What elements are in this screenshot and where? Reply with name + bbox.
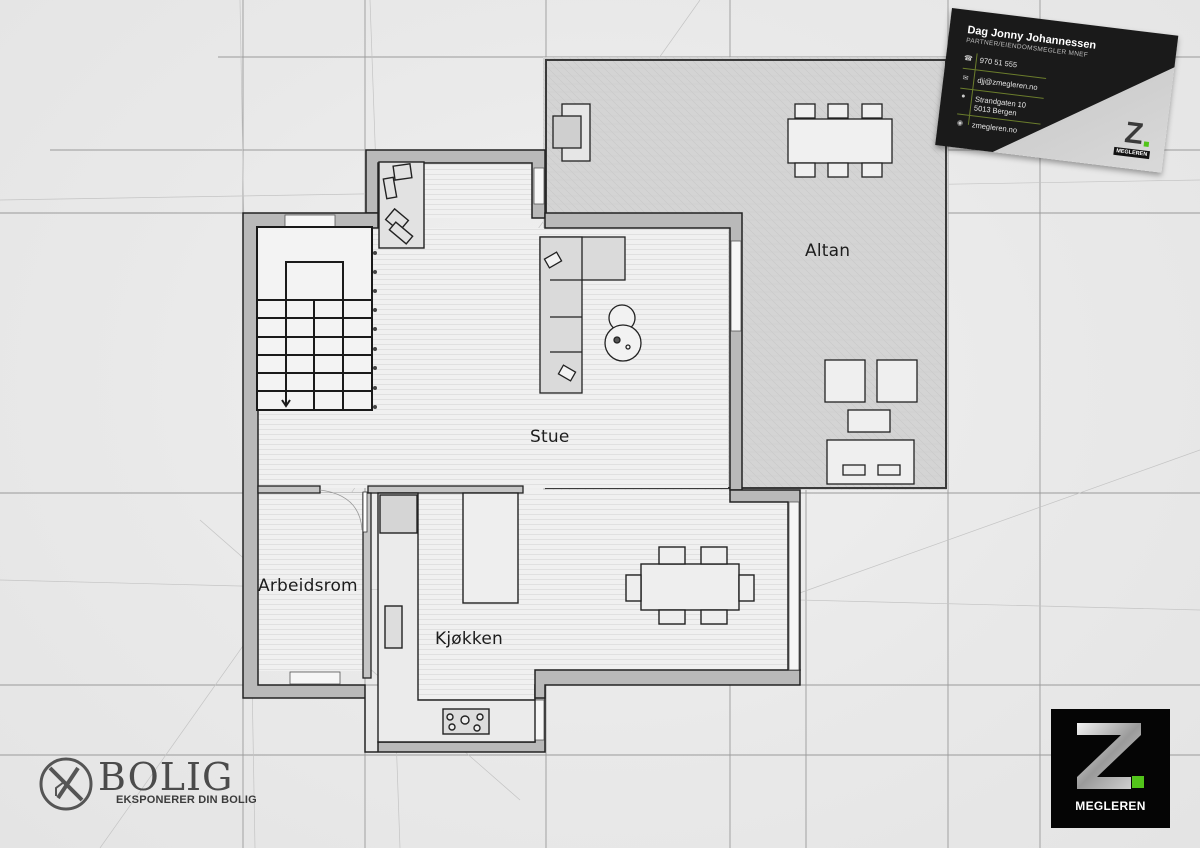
xbolig-wordmark: BOLIG [98,755,234,799]
globe-icon: ◉ [956,119,964,128]
phone-icon: ☎ [963,54,974,63]
agent-phone: 970 51 555 [979,55,1018,70]
lounge-chair [552,103,591,162]
dining-table [625,546,755,625]
xbolig-tagline: EKSPONERER DIN BOLIG [116,794,257,806]
sofa [539,236,626,394]
entry-closet [378,161,425,249]
altan-dining-table [787,103,893,178]
agent-website: zmegleren.no [971,120,1018,135]
windows [284,167,800,741]
z-letter-icon [1077,723,1144,789]
envelope-icon: ✉ [962,74,969,83]
agent-email: djj@zmegleren.no [976,75,1039,92]
room-label-altan: Altan [805,241,851,261]
room-label-arbeidsrom: Arbeidsrom [258,576,358,596]
staircase [256,226,373,411]
altan-lounge-set [824,359,918,485]
card-brand-logo: Z MEGLEREN [1113,116,1153,160]
kitchen-counters [377,492,536,743]
location-pin-icon: ● [960,92,966,101]
room-label-stue: Stue [530,427,570,447]
xbolig-logo: BOLIG EKSPONERER DIN BOLIG [38,755,257,812]
room-label-kjokken: Kjøkken [435,629,503,649]
zmegleren-logo: MEGLEREN [1051,709,1170,828]
zmegleren-label: MEGLEREN [1075,799,1146,813]
xbolig-emblem-icon [39,757,93,811]
agent-business-card: Dag Jonny Johannessen PARTNER/EIENDOMSME… [935,8,1179,173]
